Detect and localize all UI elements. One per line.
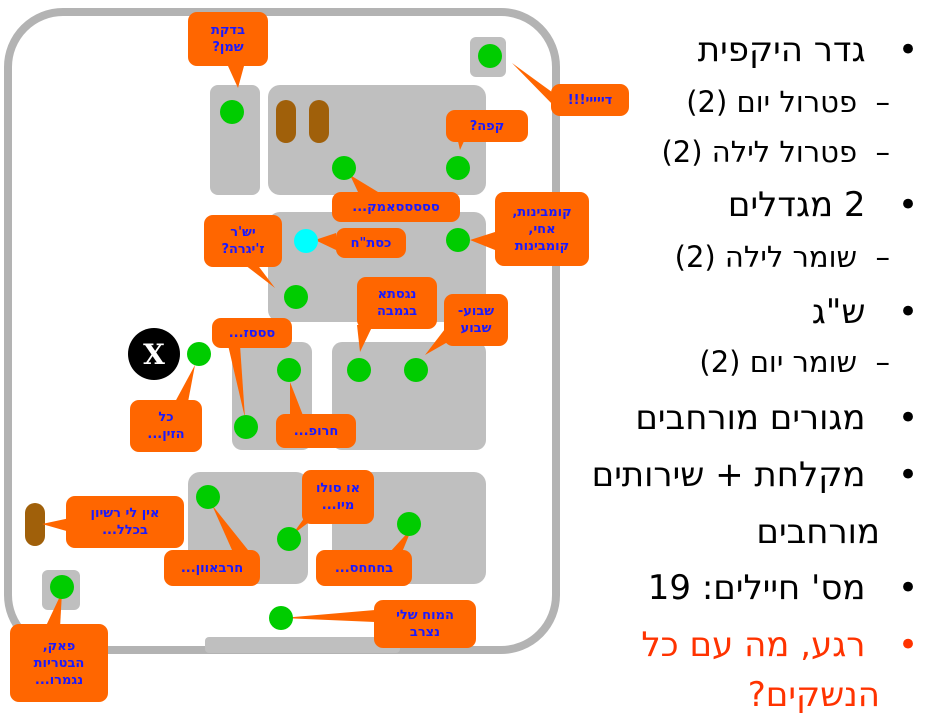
bubble-kombinot: קומבינות, אחי, קומבינות bbox=[495, 192, 589, 266]
bubble-o-solo-mio: או סולו מיו... bbox=[302, 470, 374, 524]
soldier-dot bbox=[277, 527, 301, 551]
bullet-item: • ש"ג bbox=[811, 292, 918, 332]
bubble-batteries: פאק, הבטריות נגמרו... bbox=[10, 624, 108, 702]
soldier-dot bbox=[277, 358, 301, 382]
tail-17 bbox=[282, 610, 375, 622]
tail-2 bbox=[512, 63, 556, 108]
bubble-charbaon: חרבאוון... bbox=[164, 550, 260, 586]
bullet-item-continued: מורחבים bbox=[756, 512, 880, 552]
highlight-dot bbox=[294, 229, 318, 253]
soldier-dot bbox=[347, 358, 371, 382]
bubble-kasach: כסת"ח bbox=[336, 228, 406, 258]
soldier-dot bbox=[397, 512, 421, 536]
tail-5 bbox=[470, 232, 495, 250]
tail-15 bbox=[212, 505, 248, 550]
bubble-check-oil: בדקת שמן? bbox=[188, 12, 268, 66]
bullet-item: • מגורים מורחבים bbox=[635, 398, 918, 438]
tail-7 bbox=[315, 233, 336, 250]
gate bbox=[205, 637, 400, 653]
soldier-dot bbox=[332, 156, 356, 180]
soldier-dot bbox=[446, 228, 470, 252]
bullet-item: • מקלחת + שירותים bbox=[591, 455, 918, 495]
barrel-3 bbox=[25, 503, 45, 546]
bullet-subitem: – שומר יום (2) bbox=[699, 345, 890, 379]
bullet-item-question: • רגע, מה עם כל bbox=[641, 625, 918, 665]
bubble-sssz: סססז... bbox=[212, 318, 292, 348]
soldier-dot bbox=[269, 606, 293, 630]
bubble-shavua: שבוע- שבוע bbox=[444, 294, 508, 346]
bullet-subitem: – פטרול יום (2) bbox=[686, 85, 890, 119]
bubble-charop: חרופ... bbox=[276, 414, 356, 448]
tail-8 bbox=[357, 325, 373, 352]
base-map: X bbox=[4, 8, 560, 654]
bullet-item: • 2 מגדלים bbox=[727, 185, 918, 225]
bubble-samak: סססססאמק... bbox=[332, 192, 460, 222]
bullet-subitem: – שומר לילה (2) bbox=[674, 240, 890, 274]
soldier-dot bbox=[196, 485, 220, 509]
soldier-dot bbox=[404, 358, 428, 382]
tail-1 bbox=[228, 66, 244, 88]
soldier-dot bbox=[187, 342, 211, 366]
tail-12 bbox=[290, 382, 304, 418]
bullet-item: • מס' חיילים: 19 bbox=[647, 568, 918, 608]
bullet-subitem: – פטרול לילה (2) bbox=[661, 135, 890, 169]
soldier-dot bbox=[478, 44, 502, 68]
soldier-dot bbox=[284, 285, 308, 309]
bullet-item: • גדר היקפית bbox=[697, 30, 918, 70]
x-marker-shape bbox=[128, 328, 180, 380]
soldier-dot bbox=[446, 156, 470, 180]
tail-18 bbox=[45, 592, 62, 628]
barrel-2 bbox=[309, 100, 329, 143]
bubble-yashar-zhigara: ישּ'ר ז'יגרה? bbox=[204, 215, 282, 267]
tail-10 bbox=[228, 345, 245, 418]
soldier-dot bbox=[220, 100, 244, 124]
bubble-kol-hazayin: כל הזין... bbox=[130, 400, 202, 452]
bubble-coffee: קפה? bbox=[446, 110, 528, 142]
barrel-1 bbox=[276, 100, 296, 143]
bullet-item-question-continued: הנשקים? bbox=[747, 675, 880, 715]
bubble-my-brain: המוח שלי נצרב bbox=[374, 600, 476, 648]
bubble-nagasta: נגסתא בגמבה bbox=[357, 277, 437, 329]
x-marker: X bbox=[143, 338, 165, 371]
bubble-bachachas: בחחחס... bbox=[316, 550, 412, 586]
soldier-dot bbox=[234, 415, 258, 439]
bubble-diiii: דייייי!!! bbox=[551, 84, 629, 116]
bubble-no-license: אין לי רשיון בכלל... bbox=[66, 496, 184, 548]
soldier-dot bbox=[50, 575, 74, 599]
tail-11 bbox=[175, 365, 195, 402]
tail-14 bbox=[42, 518, 70, 532]
tail-4 bbox=[350, 175, 378, 192]
